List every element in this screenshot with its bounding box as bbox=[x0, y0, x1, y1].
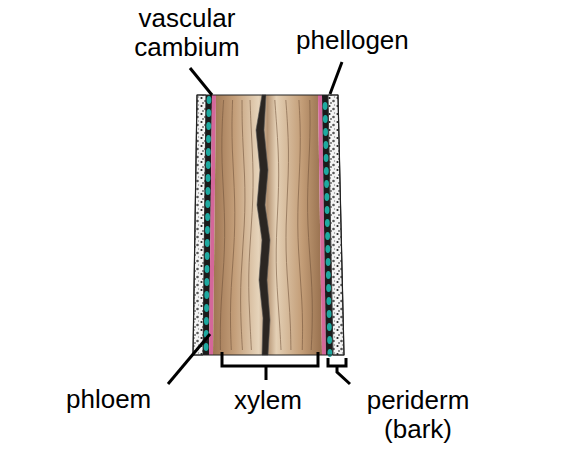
phloem-cell bbox=[207, 96, 212, 104]
part-label: phloem bbox=[66, 385, 151, 414]
phloem-cell bbox=[327, 336, 332, 344]
leader-line bbox=[168, 334, 210, 384]
grain-line bbox=[275, 100, 281, 350]
phloem-cell bbox=[205, 200, 210, 208]
grain-line bbox=[241, 100, 245, 350]
phloem-cell bbox=[326, 297, 331, 305]
part-label: xylem bbox=[234, 386, 302, 415]
periderm-bracket bbox=[328, 358, 350, 384]
stem-outline bbox=[193, 95, 344, 355]
phloem-cell bbox=[206, 161, 211, 169]
phloem-cell bbox=[325, 206, 330, 214]
phloem-cell bbox=[324, 193, 329, 201]
phloem-cell bbox=[204, 278, 209, 286]
phloem-cell bbox=[323, 141, 328, 149]
phloem-cell bbox=[204, 304, 209, 312]
phloem-cell bbox=[205, 239, 210, 247]
phloem-cell bbox=[325, 219, 330, 227]
phloem-cell bbox=[205, 213, 210, 221]
part-label: vascular cambium bbox=[112, 4, 262, 61]
grain-line bbox=[249, 100, 253, 350]
grain-line bbox=[298, 100, 303, 350]
phloem-cell bbox=[206, 174, 211, 182]
phloem-cell bbox=[206, 148, 211, 156]
grain-line bbox=[308, 100, 313, 350]
phloem-cell bbox=[325, 232, 330, 240]
xylem-wood bbox=[213, 95, 322, 355]
phloem-cell bbox=[205, 187, 210, 195]
phloem-cell bbox=[326, 258, 331, 266]
leader-line bbox=[190, 68, 212, 95]
phloem-cell bbox=[324, 180, 329, 188]
phloem-cell bbox=[323, 115, 328, 123]
phloem-cell bbox=[206, 109, 211, 117]
part-label: phellogen bbox=[296, 26, 409, 55]
grain-line bbox=[230, 100, 234, 350]
phloem-cell bbox=[204, 317, 209, 325]
phloem-cell bbox=[323, 102, 328, 110]
phloem-cell bbox=[324, 167, 329, 175]
phloem-cell bbox=[326, 271, 331, 279]
grain-line bbox=[286, 100, 291, 350]
grain-line bbox=[220, 100, 224, 350]
phloem-cell bbox=[205, 226, 210, 234]
part-label: periderm (bark) bbox=[352, 386, 484, 443]
leader-line bbox=[330, 62, 342, 94]
phloem-cell bbox=[205, 265, 210, 273]
pith bbox=[256, 95, 270, 355]
phloem-cell bbox=[325, 245, 330, 253]
phloem-cell bbox=[204, 343, 209, 351]
phloem-cell bbox=[326, 284, 331, 292]
phloem-cells bbox=[204, 96, 333, 357]
phloem-cell bbox=[206, 135, 211, 143]
phloem-cell bbox=[323, 128, 328, 136]
phloem-cell bbox=[206, 122, 211, 130]
phloem-cell bbox=[324, 154, 329, 162]
phloem-cell bbox=[327, 323, 332, 331]
phloem-cell bbox=[327, 310, 332, 318]
phloem-cell bbox=[205, 252, 210, 260]
phloem-cell bbox=[327, 349, 332, 357]
xylem-bracket bbox=[222, 352, 318, 380]
phloem-cell bbox=[204, 291, 209, 299]
